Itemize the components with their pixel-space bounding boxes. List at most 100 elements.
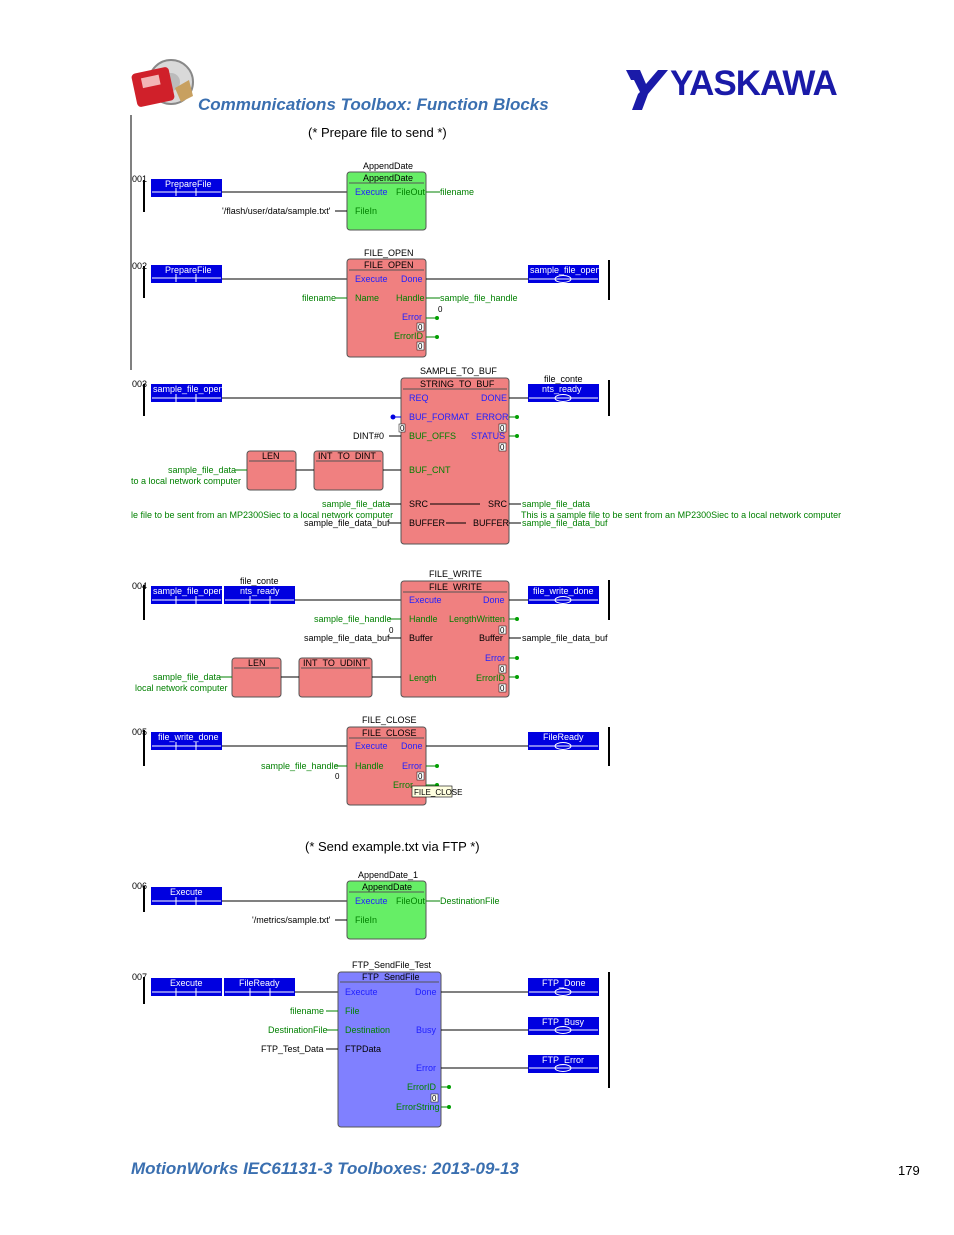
svg-text:BUFFER: BUFFER <box>473 518 510 528</box>
svg-text:002: 002 <box>132 261 147 271</box>
svg-text:Handle: Handle <box>409 614 438 624</box>
svg-text:Error: Error <box>485 653 505 663</box>
svg-text:LEN: LEN <box>248 658 266 668</box>
svg-text:ErrorString: ErrorString <box>396 1102 440 1112</box>
svg-text:FILE_WRITE: FILE_WRITE <box>429 582 482 592</box>
svg-text:Destination: Destination <box>345 1025 390 1035</box>
svg-text:sample_file_data: sample_file_data <box>153 672 221 682</box>
svg-text:sample_file_handle: sample_file_handle <box>440 293 518 303</box>
svg-text:DestinationFile: DestinationFile <box>268 1025 328 1035</box>
footer-title: MotionWorks IEC61131-3 Toolboxes: 2013-0… <box>131 1159 519 1178</box>
svg-text:FTP_Busy: FTP_Busy <box>542 1017 585 1027</box>
rung-007: 007 Execute FileReady FTP_SendFile_Test … <box>132 960 610 1128</box>
svg-text:FileIn: FileIn <box>355 915 377 925</box>
svg-text:DestinationFile: DestinationFile <box>440 896 500 906</box>
svg-text:FTP_Done: FTP_Done <box>542 978 586 988</box>
svg-text:nts_ready: nts_ready <box>542 384 582 394</box>
svg-text:STATUS: STATUS <box>471 431 505 441</box>
svg-text:FILE_OPEN: FILE_OPEN <box>364 260 414 270</box>
svg-text:SRC: SRC <box>409 499 429 509</box>
svg-text:PrepareFile: PrepareFile <box>165 265 212 275</box>
svg-text:sample_file_data_buf: sample_file_data_buf <box>304 633 390 643</box>
svg-text:LengthWritten: LengthWritten <box>449 614 505 624</box>
svg-text:FILE_CLOSE: FILE_CLOSE <box>414 788 462 797</box>
header-title: Communications Toolbox: Function Blocks <box>198 95 549 114</box>
svg-text:FILE_CLOSE: FILE_CLOSE <box>362 728 417 738</box>
yaskawa-logo-mark <box>626 70 668 110</box>
svg-text:Error: Error <box>402 761 422 771</box>
rung-006: 006 Execute AppendDate_1 AppendDate Exec… <box>132 870 500 940</box>
svg-text:sample_file_open: sample_file_open <box>153 586 224 596</box>
svg-text:FileOut: FileOut <box>396 187 426 197</box>
svg-text:FileOut: FileOut <box>396 896 426 906</box>
svg-text:FTP_SendFile: FTP_SendFile <box>362 972 420 982</box>
svg-text:DINT#0: DINT#0 <box>353 431 384 441</box>
svg-text:0: 0 <box>335 772 340 781</box>
svg-text:004: 004 <box>132 581 147 591</box>
svg-text:sample_file_open: sample_file_open <box>530 265 601 275</box>
svg-text:0: 0 <box>500 443 505 452</box>
svg-text:filename: filename <box>302 293 336 303</box>
comment-prepare-file: (* Prepare file to send *) <box>308 125 447 140</box>
block-sample-to-buf[interactable] <box>400 377 510 545</box>
svg-text:AppendDate_1: AppendDate_1 <box>358 870 418 880</box>
svg-text:File: File <box>345 1006 360 1016</box>
svg-text:file_conte: file_conte <box>240 576 279 586</box>
svg-text:sample_file_data_buf: sample_file_data_buf <box>522 518 608 528</box>
svg-text:sample_file_data_buf: sample_file_data_buf <box>304 518 390 528</box>
svg-text:Execute: Execute <box>345 987 378 997</box>
svg-text:Execute: Execute <box>355 896 388 906</box>
svg-text:FTP_Test_Data: FTP_Test_Data <box>261 1044 324 1054</box>
svg-text:FILE_CLOSE: FILE_CLOSE <box>362 715 417 725</box>
svg-text:FileReady: FileReady <box>543 732 584 742</box>
svg-text:Execute: Execute <box>355 274 388 284</box>
svg-text:sample_file_data_buf: sample_file_data_buf <box>522 633 608 643</box>
svg-text:Buffer: Buffer <box>479 633 503 643</box>
svg-text:Execute: Execute <box>355 187 388 197</box>
svg-text:0: 0 <box>418 772 423 781</box>
svg-text:FTP_SendFile_Test: FTP_SendFile_Test <box>352 960 432 970</box>
svg-text:sample_file_open: sample_file_open <box>153 384 224 394</box>
block-appenddate[interactable] <box>346 171 427 231</box>
rung-005: 005 file_write_done FILE_CLOSE FILE_CLOS… <box>132 715 610 806</box>
block-file-open[interactable] <box>346 258 427 358</box>
svg-text:Done: Done <box>401 741 423 751</box>
block-appenddate-1[interactable] <box>346 880 427 940</box>
svg-text:Execute: Execute <box>170 887 203 897</box>
svg-text:0: 0 <box>418 342 423 351</box>
svg-text:(* Prepare file to send *): (* Prepare file to send *) <box>308 125 447 140</box>
svg-text:FileReady: FileReady <box>239 978 280 988</box>
svg-text:0: 0 <box>438 305 443 314</box>
page-number: 179 <box>898 1163 920 1178</box>
svg-text:to a local network computer: to a local network computer <box>131 476 241 486</box>
svg-text:BUF_FORMAT: BUF_FORMAT <box>409 412 470 422</box>
svg-text:(* Send example.txt via FTP *): (* Send example.txt via FTP *) <box>305 839 480 854</box>
svg-text:Done: Done <box>415 987 437 997</box>
svg-text:sample_file_handle: sample_file_handle <box>261 761 339 771</box>
svg-text:Handle: Handle <box>355 761 384 771</box>
svg-text:001: 001 <box>132 174 147 184</box>
svg-text:0: 0 <box>389 626 394 635</box>
svg-text:ErrorID: ErrorID <box>476 673 506 683</box>
svg-text:This is a sample file to be se: This is a sample file to be sent from an… <box>521 510 841 520</box>
svg-text:0: 0 <box>432 1094 437 1103</box>
svg-text:BUF_CNT: BUF_CNT <box>409 465 451 475</box>
svg-text:le file to be sent from an MP2: le file to be sent from an MP2300Siec to… <box>131 510 393 520</box>
svg-text:PrepareFile: PrepareFile <box>165 179 212 189</box>
svg-text:ErrorID: ErrorID <box>407 1082 437 1092</box>
svg-text:Error: Error <box>416 1063 436 1073</box>
svg-text:AppendDate: AppendDate <box>363 173 413 183</box>
svg-text:0: 0 <box>500 665 505 674</box>
svg-text:SRC: SRC <box>488 499 508 509</box>
svg-text:0: 0 <box>418 323 423 332</box>
block-file-write[interactable] <box>400 580 510 698</box>
svg-text:0: 0 <box>400 424 405 433</box>
svg-text:file_conte: file_conte <box>544 374 583 384</box>
svg-text:sample_file_data: sample_file_data <box>522 499 590 509</box>
svg-text:INT_TO_UDINT: INT_TO_UDINT <box>303 658 368 668</box>
svg-text:Name: Name <box>355 293 379 303</box>
svg-text:filename: filename <box>290 1006 324 1016</box>
svg-text:Buffer: Buffer <box>409 633 433 643</box>
svg-text:Error: Error <box>393 780 413 790</box>
